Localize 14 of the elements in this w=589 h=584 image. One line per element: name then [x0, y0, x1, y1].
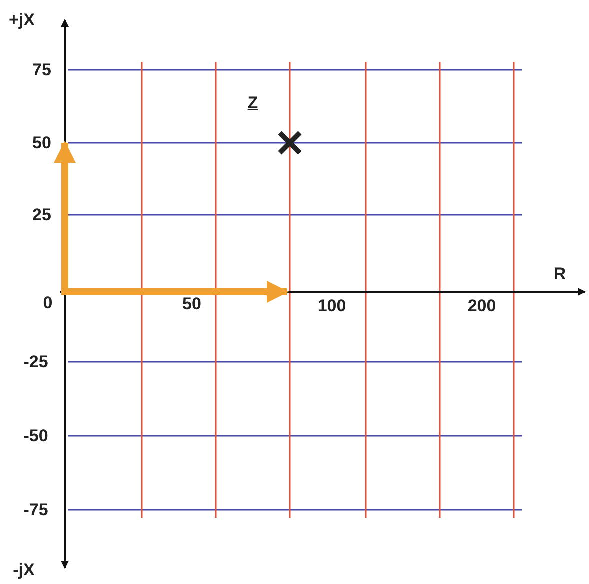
point-label: Z: [248, 94, 258, 112]
axis-label: +jX: [9, 12, 35, 28]
tick-label: 200: [468, 298, 496, 314]
tick-label: 50: [32, 134, 52, 152]
tick-label: -75: [24, 502, 48, 518]
tick-label: 0: [43, 294, 53, 312]
tick-label: -50: [24, 428, 48, 444]
axis-label: R: [554, 266, 566, 282]
axis-label: -jX: [13, 562, 35, 578]
tick-label: -25: [24, 354, 48, 370]
tick-label: 50: [182, 296, 202, 312]
tick-label: 100: [318, 298, 346, 314]
tick-label: 25: [32, 206, 52, 224]
tick-label: 75: [32, 62, 52, 78]
